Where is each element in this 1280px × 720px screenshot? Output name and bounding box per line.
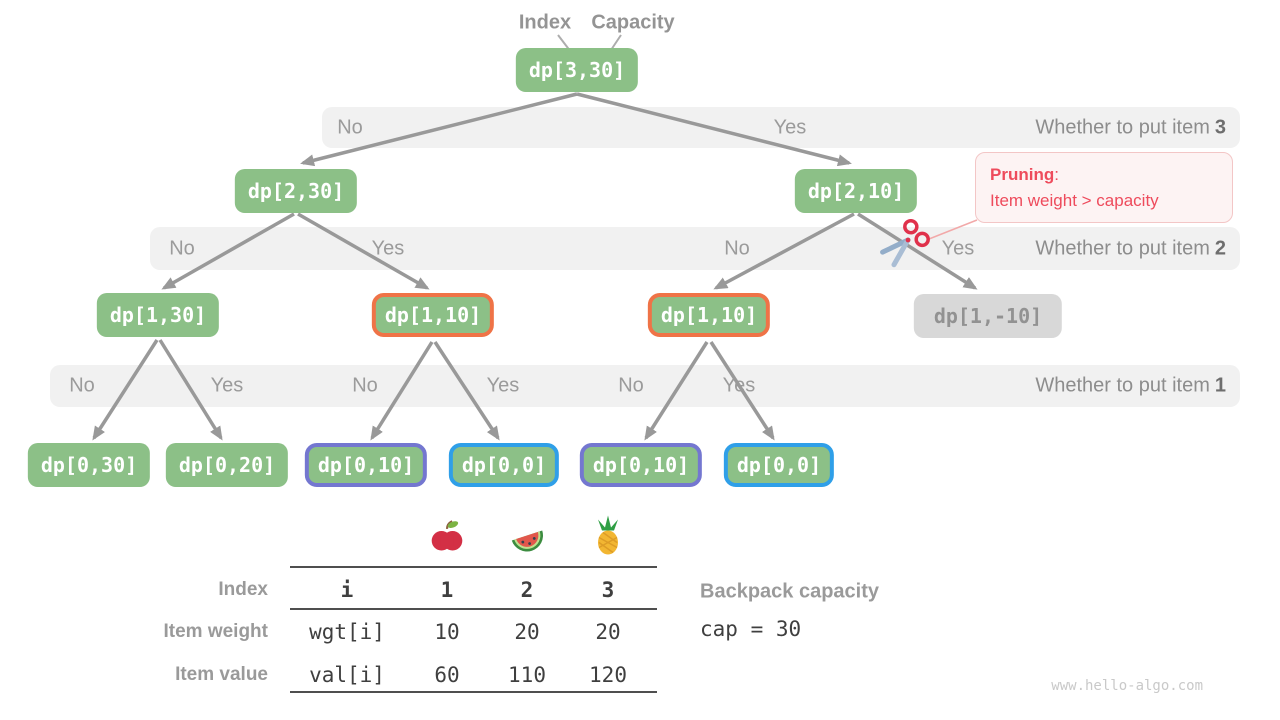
capacity-label: Capacity: [591, 11, 675, 34]
pineapple-icon: [593, 515, 623, 561]
dp-node-2-30: dp[2,30]: [234, 169, 358, 213]
band-question-number: 1: [1214, 374, 1226, 397]
band-question-number: 3: [1214, 116, 1226, 138]
table-cell: 110: [508, 663, 546, 687]
dp-node-0-20: dp[0,20]: [165, 443, 289, 487]
edge-label-yes: Yes: [371, 237, 405, 259]
tree-edge: [433, 341, 500, 441]
watermelon-icon: [508, 522, 546, 561]
dp-node-0-30: dp[0,30]: [27, 443, 151, 487]
tree-edge: [713, 212, 855, 290]
pruning-title: Pruning: [990, 165, 1055, 184]
tree-edge: [161, 212, 295, 290]
backpack-capacity-value: cap = 30: [700, 617, 802, 641]
decision-band-item-1: No Yes No Yes No Yes Whether to put item…: [50, 365, 1240, 407]
tree-edge-pruned: [857, 212, 978, 290]
table-cell: 10: [434, 620, 460, 644]
table-rule-bottom: [290, 691, 657, 693]
dp-node-1-30: dp[1,30]: [96, 293, 220, 337]
dp-node-3-30: dp[3,30]: [515, 48, 639, 92]
table-rule-middle: [290, 608, 657, 610]
edge-label-yes: Yes: [486, 374, 520, 397]
edge-label-no: No: [69, 374, 95, 397]
tree-edge: [576, 92, 852, 167]
dp-node-0-0-highlighted: dp[0,0]: [448, 443, 560, 487]
table-cell: i: [340, 578, 354, 602]
dp-node-0-10-highlighted: dp[0,10]: [579, 443, 703, 487]
table-cell: 120: [589, 663, 627, 687]
scissors-icon: [880, 218, 930, 268]
band-question-text: Whether to put item: [1035, 374, 1210, 397]
table-cell: 60: [434, 663, 460, 687]
dp-node-1-neg10-pruned: dp[1,-10]: [913, 294, 1063, 338]
edge-label-no: No: [337, 116, 363, 138]
pruning-callout: Pruning: Item weight > capacity: [975, 152, 1233, 223]
table-cell: 1: [440, 578, 454, 602]
dp-node-2-10: dp[2,10]: [794, 169, 918, 213]
pruning-colon: :: [1054, 165, 1059, 184]
table-row-label-index: Index: [218, 579, 268, 600]
table-cell: 3: [601, 578, 615, 602]
tree-edge: [297, 212, 430, 290]
watermark: www.hello-algo.com: [1051, 678, 1203, 694]
edge-label-yes: Yes: [941, 237, 975, 259]
tree-edge: [158, 339, 223, 441]
table-rule-top: [290, 566, 657, 568]
tree-edge: [709, 341, 775, 441]
edge-label-no: No: [169, 237, 195, 259]
edge-label-yes: Yes: [773, 116, 807, 138]
edge-label-no: No: [724, 237, 750, 259]
edge-label-no: No: [352, 374, 378, 397]
dp-node-1-10-highlighted: dp[1,10]: [371, 293, 495, 337]
table-row-label-value: Item value: [175, 664, 268, 685]
index-label: Index: [518, 11, 572, 34]
tree-edge: [370, 341, 434, 441]
tree-edge: [644, 341, 709, 441]
pruning-text: Item weight > capacity: [990, 191, 1159, 210]
edge-label-no: No: [618, 374, 644, 397]
table-cell: wgt[i]: [309, 620, 385, 644]
tree-edge: [92, 339, 159, 441]
table-cell: val[i]: [309, 663, 385, 687]
table-row-label-weight: Item weight: [163, 621, 268, 642]
band-question-number: 2: [1214, 237, 1226, 259]
band-question-text: Whether to put item: [1035, 237, 1210, 259]
band-question-text: Whether to put item: [1035, 116, 1210, 138]
pruning-leader-line: [928, 219, 978, 240]
dp-node-0-10-highlighted: dp[0,10]: [304, 443, 428, 487]
pruning-title-line: Pruning:: [990, 162, 1218, 188]
apple-icon: [430, 519, 464, 560]
table-cell: 20: [514, 620, 540, 644]
dp-node-1-10-highlighted: dp[1,10]: [647, 293, 771, 337]
table-cell: 2: [520, 578, 534, 602]
edge-label-yes: Yes: [210, 374, 244, 397]
backpack-capacity-label: Backpack capacity: [700, 580, 880, 603]
tree-edge: [300, 92, 578, 167]
table-cell: 20: [595, 620, 621, 644]
dp-node-0-0-highlighted: dp[0,0]: [723, 443, 835, 487]
